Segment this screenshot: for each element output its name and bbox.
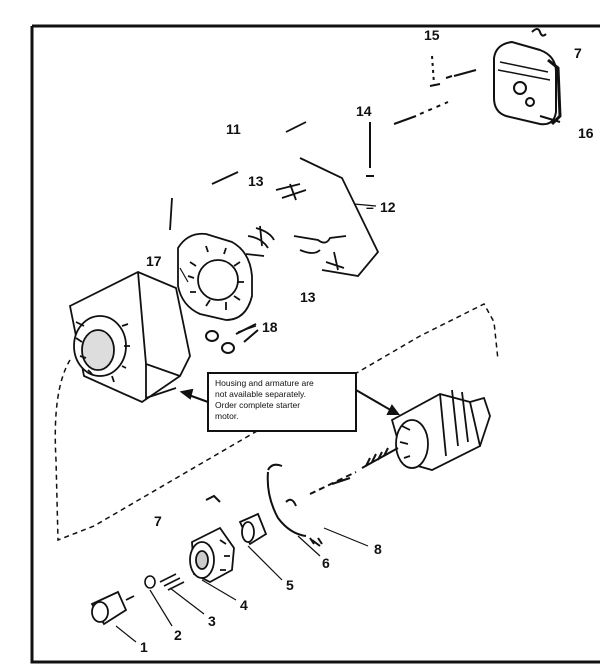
note-line-1: Housing and armature are <box>215 378 314 388</box>
callout-7-lower: 7 <box>154 513 162 529</box>
drive-gear-part <box>189 526 235 584</box>
callout-17: 17 <box>146 253 162 269</box>
callout-2: 2 <box>174 627 182 643</box>
brush-holder-assembly <box>169 121 380 277</box>
callout-4: 4 <box>240 597 248 613</box>
callout-13-upper: 13 <box>248 173 264 189</box>
callout-8: 8 <box>374 541 382 557</box>
note-line-3: Order complete starter <box>215 400 301 410</box>
armature-part <box>390 389 491 471</box>
through-bolt-part <box>393 55 477 125</box>
note-arrows <box>179 388 400 415</box>
housing-outline <box>54 303 499 542</box>
shaft-part <box>309 447 399 495</box>
callout-15: 15 <box>424 27 440 43</box>
callout-1: 1 <box>140 639 148 655</box>
callout-6: 6 <box>322 555 330 571</box>
note-line-4: motor. <box>215 411 239 421</box>
callout-13-lower: 13 <box>300 289 316 305</box>
callout-7-top: 7 <box>574 45 582 61</box>
callout-11: 11 <box>226 121 241 137</box>
callout-14: 14 <box>356 103 372 119</box>
frame-border <box>30 24 600 664</box>
callout-12-text: 12 <box>380 199 396 215</box>
callout-16: 16 <box>578 125 594 141</box>
small-clip-icon <box>205 494 221 503</box>
end-cover-part <box>493 40 562 126</box>
leader-lines <box>115 203 377 643</box>
availability-note: Housing and armature are not available s… <box>207 372 357 432</box>
spring-part <box>144 573 185 591</box>
pinion-part <box>238 512 268 546</box>
brush-plate-part <box>177 232 253 321</box>
callout-3: 3 <box>208 613 216 629</box>
note-line-2: not available separately. <box>215 389 307 399</box>
housing-part <box>68 271 191 404</box>
callout-12: – <box>366 199 374 215</box>
cap-part <box>90 590 135 626</box>
clip-icon <box>531 28 547 37</box>
callout-5: 5 <box>286 577 294 593</box>
callout-18: 18 <box>262 319 278 335</box>
bolt-part-14 <box>366 122 374 177</box>
spring-clip-part <box>266 463 323 547</box>
